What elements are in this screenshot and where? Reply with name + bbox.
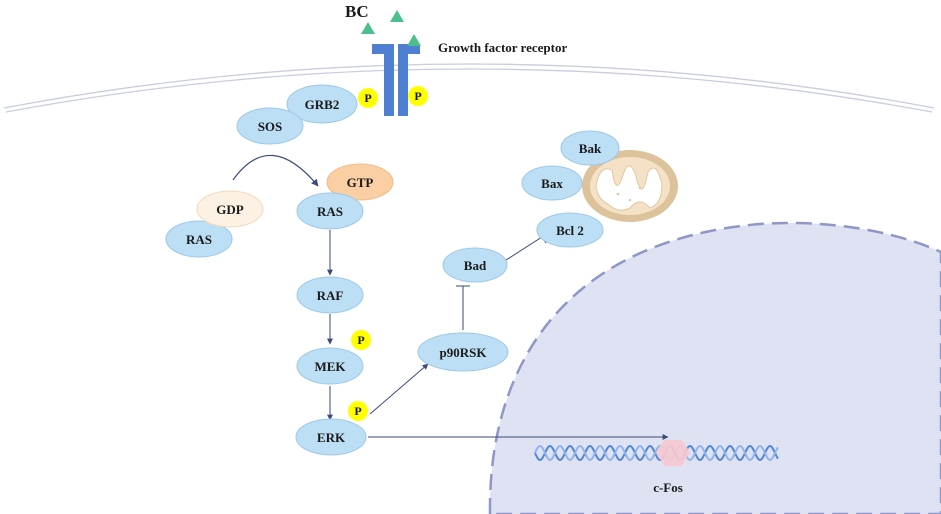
node-gdp-label: GDP: [216, 202, 244, 217]
ligand-triangle: [390, 10, 404, 22]
node-ras-inactive: RAS: [165, 220, 233, 258]
node-erk-label: ERK: [317, 430, 346, 445]
node-ras-active: RAS: [296, 192, 364, 230]
node-bax: Bax: [521, 165, 583, 201]
ligand-triangle: [407, 34, 421, 46]
phospho-badge-receptor-left: P: [358, 88, 378, 108]
node-mek: MEK: [296, 347, 364, 385]
node-bak-label: Bak: [579, 141, 602, 156]
phospho-badge-erk: P: [348, 401, 368, 421]
node-grb2-label: GRB2: [305, 97, 340, 112]
ligand-label: BC: [345, 2, 369, 21]
phospho-label: P: [354, 404, 361, 418]
node-p90rsk: p90RSK: [417, 332, 509, 372]
node-sos: SOS: [236, 107, 304, 145]
phospho-label: P: [414, 89, 421, 103]
cell-membrane: [3, 63, 935, 113]
node-bad: Bad: [442, 247, 508, 283]
phospho-label: P: [364, 91, 371, 105]
node-gdp: GDP: [196, 190, 264, 228]
node-raf: RAF: [296, 276, 364, 314]
receptor-label: Growth factor receptor: [438, 40, 567, 55]
node-grb2: GRB2: [286, 84, 358, 124]
phospho-badge-receptor-right: P: [408, 86, 428, 106]
node-erk: ERK: [295, 418, 367, 456]
node-raf-label: RAF: [317, 288, 344, 303]
node-bax-label: Bax: [541, 176, 563, 191]
growth-factor-receptor: [372, 44, 420, 116]
node-bak: Bak: [560, 130, 620, 166]
node-bcl2-label: Bcl 2: [556, 223, 584, 238]
node-bad-label: Bad: [464, 258, 487, 273]
node-ras-inactive-label: RAS: [186, 232, 212, 247]
node-gtp-label: GTP: [347, 175, 374, 190]
mitochondrion: [582, 150, 678, 222]
c-fos-gene-marker: [656, 440, 690, 466]
node-sos-label: SOS: [258, 119, 283, 134]
node-ras-active-label: RAS: [317, 204, 343, 219]
bc-ligands: [361, 10, 421, 46]
node-cfos-label: c-Fos: [653, 480, 683, 495]
phospho-badge-mek: P: [351, 330, 371, 350]
node-gtp: GTP: [326, 163, 394, 201]
dna-helix: [534, 440, 779, 466]
node-bcl2: Bcl 2: [536, 212, 604, 248]
nucleus: [488, 221, 941, 514]
node-mek-label: MEK: [314, 359, 346, 374]
ligand-triangle: [361, 22, 375, 34]
phospho-label: P: [357, 333, 364, 347]
node-p90rsk-label: p90RSK: [440, 345, 488, 360]
connectors: [232, 154, 669, 440]
